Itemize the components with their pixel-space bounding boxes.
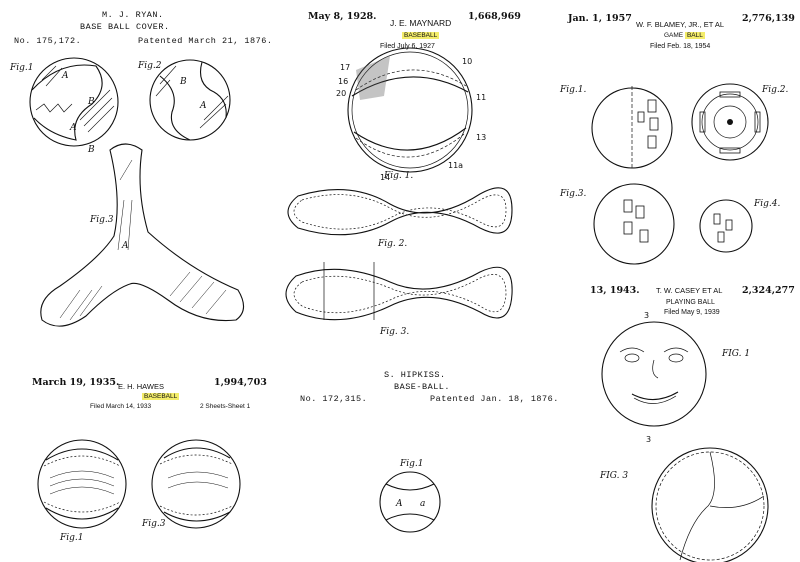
ryan-patented: Patented March 21, 1876. — [138, 36, 273, 46]
hipkiss-inventor: S. HIPKISS. — [384, 370, 446, 380]
casey-fig3-label: FIG. 3 — [599, 471, 628, 481]
svg-text:3: 3 — [646, 435, 651, 444]
patent-casey: 13, 1943. T. W. CASEY ET AL 2,324,277 PL… — [560, 282, 800, 562]
hawes-number: 1,994,703 — [214, 377, 267, 388]
svg-text:11a: 11a — [448, 161, 463, 170]
ryan-fig2-label: Fig.2 — [137, 61, 162, 71]
maynard-fig1-label: Fig. 1. — [383, 171, 413, 181]
hawes-word: BASEBALL — [142, 392, 180, 402]
svg-text:A: A — [199, 101, 207, 111]
blamey-fig2-label: Fig.2. — [761, 85, 788, 95]
svg-text:13: 13 — [476, 133, 486, 142]
casey-filed: Filed May 9, 1939 — [664, 309, 720, 316]
hawes-inventor: E. H. HAWES — [118, 382, 164, 391]
ryan-drawing: A B A B B A A Fig.1 Fig.2 Fig.3 — [9, 57, 245, 327]
svg-text:20: 20 — [336, 89, 346, 98]
patent-maynard: May 8, 1928. J. E. MAYNARD 1,668,969 BAS… — [280, 0, 540, 345]
patent-ryan: M. J. RYAN. BASE BALL COVER. No. 175,172… — [0, 0, 273, 360]
svg-text:11: 11 — [476, 93, 486, 102]
svg-text:A: A — [121, 241, 129, 251]
casey-title: PLAYING BALL — [666, 299, 715, 306]
svg-text:B: B — [179, 77, 187, 87]
hawes-word-text: BASEBALL — [142, 393, 180, 400]
casey-drawing: 3 3 FIG. 1 FIG. 3 — [599, 311, 769, 562]
maynard-fig3-label: Fig. 3. — [379, 327, 409, 337]
hawes-fig1-label: Fig.1 — [59, 533, 83, 543]
hawes-fig3-label: Fig.3 — [141, 519, 166, 529]
blamey-drawing: Fig.1. Fig.2. Fig.3. Fig.4. — [559, 83, 788, 265]
ryan-label-a1: A — [61, 71, 69, 81]
ryan-number: No. 175,172. — [14, 36, 82, 46]
svg-text:17: 17 — [340, 63, 350, 72]
hipkiss-fig1-label: Fig.1 — [399, 459, 423, 469]
hawes-drawing: Fig.1 Fig.3 — [37, 439, 241, 543]
maynard-drawing: 17 16 20 10 11 13 11a 14 Fig. 1. Fig. 2. Fig.… — [285, 47, 513, 337]
svg-text:B: B — [87, 145, 95, 155]
hawes-date: March 19, 1935. — [32, 377, 120, 388]
casey-date: 13, 1943. — [590, 285, 640, 296]
svg-text:14: 14 — [380, 173, 390, 182]
blamey-inventor: W. F. BLAMEY, JR., ET AL — [636, 20, 725, 29]
blamey-fig3-label: Fig.3. — [559, 189, 586, 199]
maynard-word: BASEBALL — [402, 31, 440, 41]
patent-hawes: March 19, 1935. E. H. HAWES 1,994,703 BA… — [0, 368, 280, 562]
maynard-number: 1,668,969 — [468, 11, 521, 22]
blamey-word-game: GAME — [664, 32, 684, 39]
hipkiss-drawing: A a Fig.1 — [379, 459, 441, 533]
svg-text:10: 10 — [462, 57, 472, 66]
hipkiss-title: BASE-BALL. — [394, 382, 451, 392]
maynard-fig2-label: Fig. 2. — [377, 239, 407, 249]
ryan-fig3-label: Fig.3 — [89, 215, 114, 225]
hipkiss-number: No. 172,315. — [300, 394, 368, 404]
maynard-filed: Filed July 6, 1927 — [380, 43, 435, 50]
blamey-filed: Filed Feb. 18, 1954 — [650, 43, 711, 50]
ryan-fig1-label: Fig.1 — [9, 63, 33, 73]
blamey-date: Jan. 1, 1957 — [568, 13, 632, 24]
blamey-number: 2,776,139 — [742, 13, 795, 24]
blamey-word-ball: BALL — [684, 32, 705, 39]
maynard-inventor: J. E. MAYNARD — [390, 18, 452, 28]
blamey-fig4-label: Fig.4. — [753, 199, 780, 209]
hawes-filed: Filed March 14, 1933 — [90, 403, 152, 410]
maynard-word-text: BASEBALL — [402, 32, 440, 39]
casey-number: 2,324,277 — [742, 285, 795, 296]
hipkiss-patented: Patented Jan. 18, 1876. — [430, 394, 559, 404]
maynard-date: May 8, 1928. — [308, 11, 377, 22]
patent-hipkiss: S. HIPKISS. BASE-BALL. No. 172,315. Pate… — [280, 362, 558, 562]
casey-inventor: T. W. CASEY ET AL — [656, 286, 723, 295]
ryan-title: BASE BALL COVER. — [80, 22, 170, 32]
blamey-words: GAME BALL — [664, 31, 705, 41]
svg-text:A: A — [395, 499, 403, 509]
casey-fig1-label: FIG. 1 — [721, 349, 750, 359]
blamey-fig1-label: Fig.1. — [559, 85, 586, 95]
svg-text:A: A — [69, 123, 77, 133]
hawes-sheets: 2 Sheets-Sheet 1 — [200, 403, 251, 410]
svg-text:a: a — [420, 499, 425, 509]
svg-text:B: B — [87, 97, 95, 107]
patent-blamey: Jan. 1, 1957 W. F. BLAMEY, JR., ET AL 2,… — [540, 0, 800, 285]
svg-text:3: 3 — [644, 311, 649, 320]
svg-text:16: 16 — [338, 77, 348, 86]
ryan-inventor: M. J. RYAN. — [102, 10, 164, 20]
